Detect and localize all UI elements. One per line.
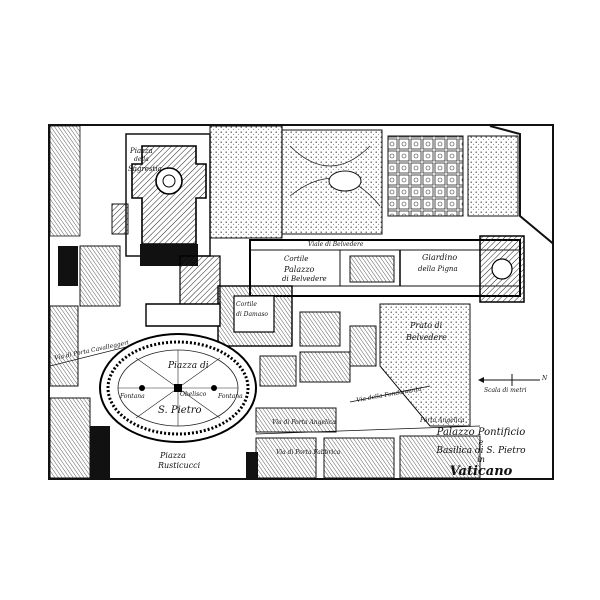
label-di-damaso: di Damaso: [236, 311, 269, 318]
title-line-4: in: [477, 455, 485, 465]
prato-belvedere: [379, 303, 471, 427]
streets: [50, 345, 481, 435]
label-di-belvedere: di Belvedere: [282, 275, 327, 283]
map-drawing: [50, 126, 552, 478]
label-piazza-di: Piazza di: [168, 361, 209, 371]
compass-north-label: N: [542, 375, 548, 382]
belvedere-courtyard: [249, 235, 525, 303]
label-piazza-sagrestia: Piazza: [130, 147, 153, 155]
basilica-st-peter: [111, 133, 211, 266]
compass-arrow: [478, 374, 540, 386]
label-prato-di: Prato di: [410, 321, 443, 330]
vatican-gardens: [50, 126, 519, 239]
title-line-3: Basilica di S. Pietro: [436, 445, 526, 456]
borgo-blocks: [50, 245, 481, 478]
title-line-2: e: [478, 437, 484, 447]
label-obelisco: Obelisco: [180, 391, 207, 398]
label-viale-belvedere: Viale di Belvedere: [308, 241, 364, 248]
title-line-1: Palazzo Pontificio: [436, 427, 526, 438]
label-porta-angelica: Porta Angelica: [420, 417, 465, 424]
label-fontana-west: Fontana: [120, 393, 145, 400]
label-s-pietro: S. Pietro: [158, 405, 202, 416]
label-rusticucci: Rusticucci: [158, 461, 201, 470]
label-piazza-sagrestia: della: [134, 156, 149, 163]
label-palazzo: Palazzo: [284, 265, 315, 274]
apostolic-palace: [179, 255, 293, 347]
title-line-5: Vaticano: [449, 463, 513, 479]
label-piazza-sagrestia: Sagrestia: [128, 165, 162, 173]
label-cortile: Cortile: [284, 255, 309, 263]
label-piazza-rusticucci: Piazza: [160, 451, 186, 460]
label-belvedere: Belvedere: [406, 333, 447, 342]
vatican-map[interactable]: Piazza della Sagrestia Viale di Belveder…: [48, 124, 554, 480]
label-della-pigna: della Pigna: [418, 265, 458, 273]
label-via-di-porta-fabbrica: Via di Porta Fabbrica: [276, 449, 341, 456]
label-scale: Scala di metri: [484, 387, 527, 394]
label-cortile-damaso: Cortile: [236, 301, 257, 308]
piazza-san-pietro: [99, 303, 257, 443]
label-via-porta-angelica: Via di Porta Angelica: [272, 419, 336, 426]
map-title-cartouche: Palazzo Pontificio e Basilica di S. Piet…: [416, 427, 546, 479]
label-fontana-east: Fontana: [218, 393, 243, 400]
label-giardino: Giardino: [422, 253, 458, 262]
